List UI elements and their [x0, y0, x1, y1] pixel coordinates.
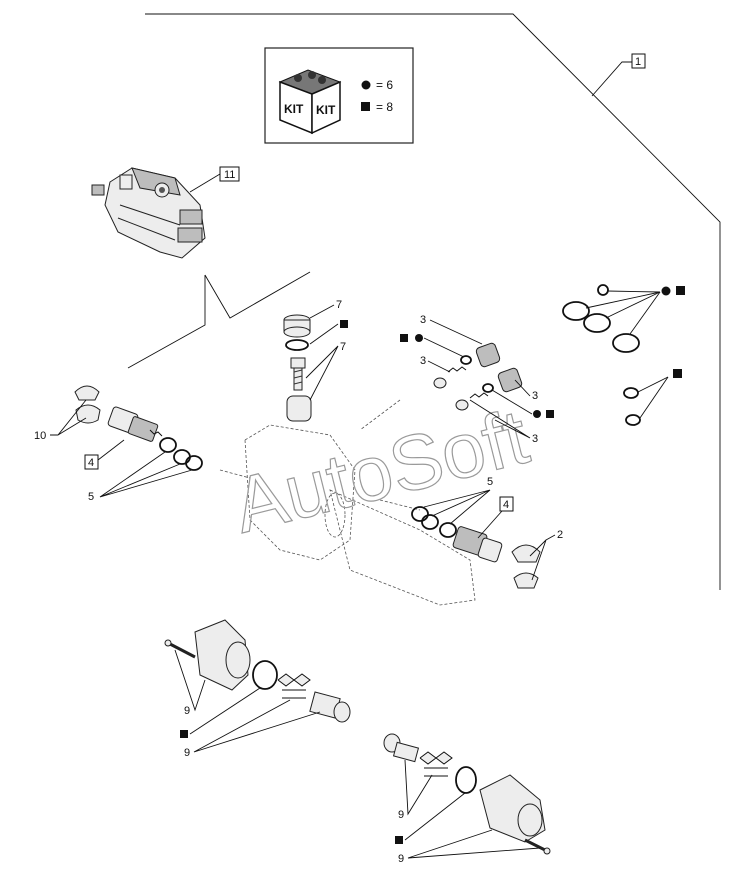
callout-9b: 9 — [184, 747, 190, 759]
check-valve-cartridge-left — [107, 406, 163, 442]
callout-2: 2 — [557, 529, 563, 541]
kit-right-label: KIT — [316, 103, 336, 117]
o-rings-right — [411, 506, 457, 538]
plug-part — [283, 314, 311, 351]
callout-7b-leader — [305, 345, 339, 401]
callout-7a-leader — [309, 304, 335, 319]
bolt-part-right — [524, 838, 551, 855]
kit-legend: KIT KIT = 6 = 8 — [264, 47, 414, 144]
square-3-icon — [400, 334, 408, 342]
square-symbol-icon — [361, 102, 370, 111]
control-valve-part — [91, 167, 206, 259]
square-oring-icon — [673, 369, 682, 378]
callout-9c: 9 — [398, 809, 404, 821]
callout-3a: 3 — [420, 314, 426, 326]
kit-circle-count: = 6 — [376, 78, 393, 92]
valve-explode-line — [204, 271, 311, 319]
circle-3-icon — [415, 334, 423, 342]
kit-box-icon: KIT KIT — [278, 69, 342, 135]
kit-left-label: KIT — [284, 102, 304, 116]
callout-3d: 3 — [532, 433, 538, 445]
square-seal-icon — [676, 286, 685, 295]
callout-9d: 9 — [398, 853, 404, 865]
spring-right — [419, 751, 453, 777]
circle-3b-icon — [533, 410, 541, 418]
callout-5a: 5 — [88, 491, 94, 503]
callout-9a: 9 — [184, 705, 190, 717]
callout-3c: 3 — [532, 390, 538, 402]
relief-valve-part — [286, 357, 312, 422]
callout-4b: 4 — [503, 499, 509, 511]
seal-kit-rings — [562, 284, 661, 353]
assembly-boundary-line — [145, 13, 721, 590]
spool-right — [383, 733, 420, 763]
spring-cap-part — [433, 342, 523, 411]
bolt-part-left — [164, 639, 196, 659]
kit-square-count: = 8 — [376, 100, 393, 114]
valve-body-ghost — [219, 399, 476, 606]
callout-10: 10 — [34, 430, 46, 442]
square-7-icon — [340, 320, 348, 328]
callout-5b: 5 — [487, 476, 493, 488]
callout-4a-box — [84, 454, 99, 470]
callout-4a: 4 — [88, 457, 94, 469]
cap-clip-part — [74, 385, 101, 424]
o-rings-left — [159, 437, 203, 471]
square-9b-icon — [395, 836, 403, 844]
valve-explode-line-2 — [127, 275, 206, 369]
callout-11-leader — [189, 173, 221, 193]
cap-clip-part-right — [511, 544, 541, 589]
spool-cap-right — [479, 774, 546, 843]
callout-4b-box — [499, 496, 514, 512]
callout-7a: 7 — [336, 299, 342, 311]
watermark: AutoSoft — [225, 392, 537, 550]
check-valve-cartridge-right — [452, 526, 503, 563]
callout-1-leader — [591, 61, 632, 97]
circle-symbol-icon — [361, 80, 371, 90]
circle-seal-icon — [661, 286, 671, 296]
square-9-icon — [180, 730, 188, 738]
o-ring-pair — [623, 376, 669, 426]
spool-cap-left — [194, 619, 251, 691]
callout-11: 11 — [224, 169, 235, 181]
callout-3b: 3 — [420, 355, 426, 367]
callout-1: 1 — [635, 56, 641, 68]
spool-left — [309, 691, 351, 723]
spring-left — [277, 673, 311, 699]
callout-1-box — [631, 53, 646, 69]
callout-7b: 7 — [340, 341, 346, 353]
square-3b-icon — [546, 410, 554, 418]
